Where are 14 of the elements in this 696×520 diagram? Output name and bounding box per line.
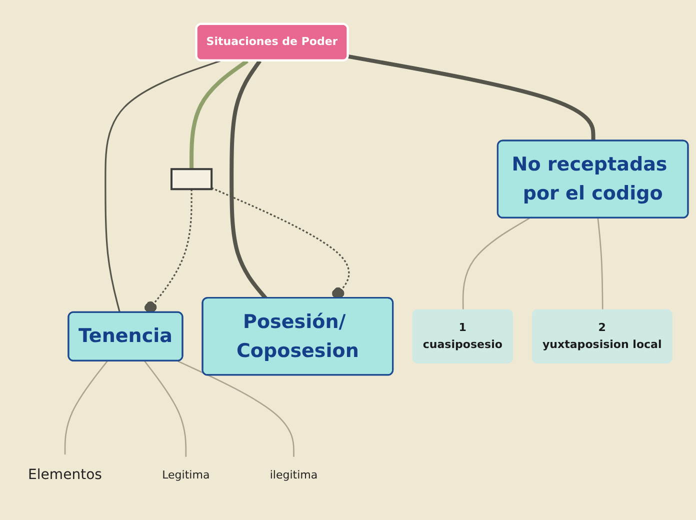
connector bbox=[144, 360, 187, 458]
node-text: Elementos bbox=[28, 467, 102, 484]
connector bbox=[462, 218, 530, 310]
connector bbox=[190, 59, 248, 170]
connector bbox=[104, 60, 221, 313]
connector bbox=[597, 218, 604, 310]
connector bbox=[211, 187, 350, 300]
node-text: ilegitima bbox=[270, 468, 318, 482]
connector bbox=[64, 360, 108, 456]
node-text: Legitima bbox=[162, 468, 210, 482]
node-box bbox=[170, 168, 213, 190]
connector bbox=[348, 54, 596, 142]
connector bbox=[178, 360, 294, 458]
connector bbox=[144, 189, 192, 314]
